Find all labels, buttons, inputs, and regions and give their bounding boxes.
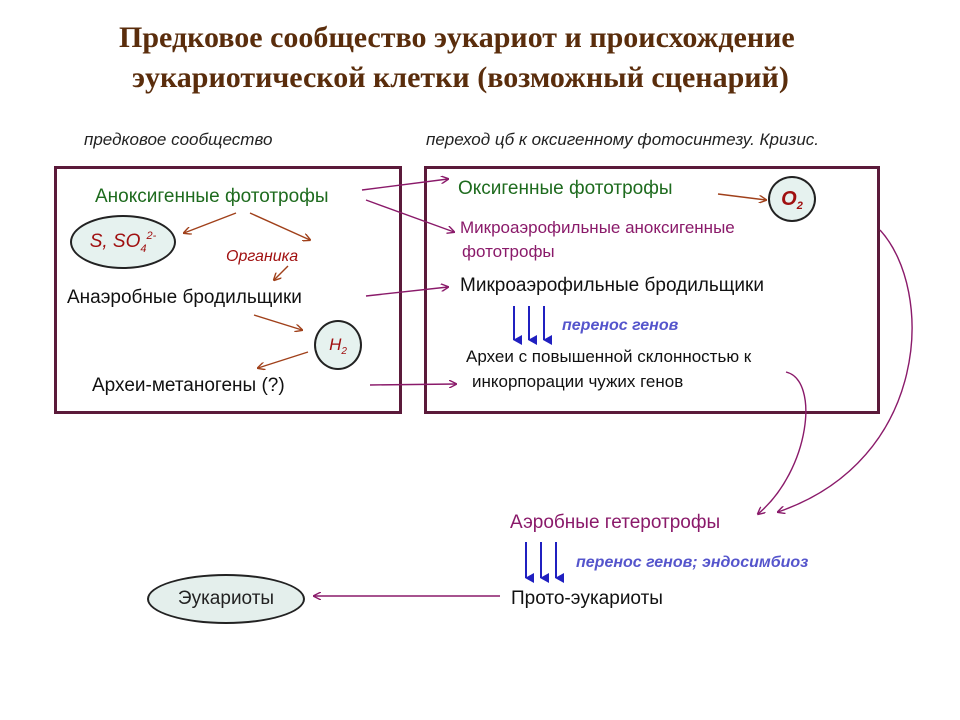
microaerophilic-phototrophs-line2: фототрофы bbox=[462, 242, 555, 261]
gene-transfer-endosymbiosis-label: перенос генов; эндосимбиоз bbox=[576, 554, 809, 571]
archaea-gene-incorporation-line1: Археи с повышенной склонностью к bbox=[466, 347, 752, 366]
sulfur-sup: 2- bbox=[146, 230, 157, 242]
h2-label: H bbox=[329, 335, 342, 354]
arrow-anaerobic-to-microaero-fermenters bbox=[365, 287, 448, 297]
page-title-line1: Предковое сообщество эукариот и происхож… bbox=[119, 21, 795, 54]
archaea-gene-incorporation-line2: инкорпорации чужих генов bbox=[472, 372, 684, 391]
archaea-methanogens: Археи-метаногены (?) bbox=[92, 375, 285, 396]
arrow-methanogens-to-archaea bbox=[369, 384, 456, 385]
o2-sub: 2 bbox=[796, 199, 803, 212]
arrow-oxygenic-to-o2 bbox=[717, 193, 766, 200]
caption-ancestral-community: предковое сообщество bbox=[84, 130, 273, 149]
arrow-anoxygenic-to-organics bbox=[249, 212, 310, 240]
sulfur-label: S, SO bbox=[89, 231, 141, 252]
arrow-oxygen-to-aerobic bbox=[778, 229, 913, 512]
caption-cyanobacteria-transition: переход цб к оксигенному фотосинтезу. Кр… bbox=[426, 130, 820, 149]
microaerophilic-phototrophs-line1: Микроаэрофильные аноксигенные bbox=[460, 218, 735, 237]
eukaryotes-ellipse: Эукариоты bbox=[147, 574, 305, 624]
microaerophilic-fermenters: Микроаэрофильные бродильщики bbox=[460, 275, 764, 296]
eukaryotes-label: Эукариоты bbox=[177, 588, 275, 609]
h2-sub: 2 bbox=[341, 346, 347, 357]
arrow-anoxygenic-to-sulfur bbox=[184, 212, 237, 233]
arrow-anaerobic-to-h2 bbox=[253, 314, 302, 330]
arrow-archaea-to-aerobic bbox=[758, 371, 807, 514]
page-title-line2: эукариотической клетки (возможный сценар… bbox=[132, 61, 789, 94]
sulfur-ellipse: S, SO42- bbox=[70, 215, 176, 269]
sulfur-sub: 4 bbox=[140, 243, 147, 255]
arrow-h2-to-methanogens bbox=[258, 351, 309, 368]
oxygenic-phototrophs: Оксигенные фототрофы bbox=[458, 178, 673, 199]
arrow-anoxygenic-to-oxygenic bbox=[361, 179, 448, 191]
arrow-anoxygenic-to-microaero-phototrophs bbox=[365, 199, 454, 232]
organics-label: Органика bbox=[226, 248, 299, 265]
gene-transfer-label: перенос генов bbox=[562, 317, 679, 334]
o2-label: O bbox=[781, 187, 797, 210]
arrow-organics-to-anaerobic bbox=[274, 265, 289, 280]
proto-eukaryotes: Прото-эукариоты bbox=[511, 588, 663, 609]
ancestral-community-box bbox=[54, 166, 402, 414]
o2-ellipse: O2 bbox=[768, 176, 816, 222]
anoxygenic-phototrophs: Аноксигенные фототрофы bbox=[95, 186, 329, 207]
anaerobic-fermenters: Анаэробные бродильщики bbox=[67, 287, 302, 308]
aerobic-heterotrophs: Аэробные гетеротрофы bbox=[510, 512, 721, 533]
h2-ellipse: H2 bbox=[314, 320, 362, 370]
